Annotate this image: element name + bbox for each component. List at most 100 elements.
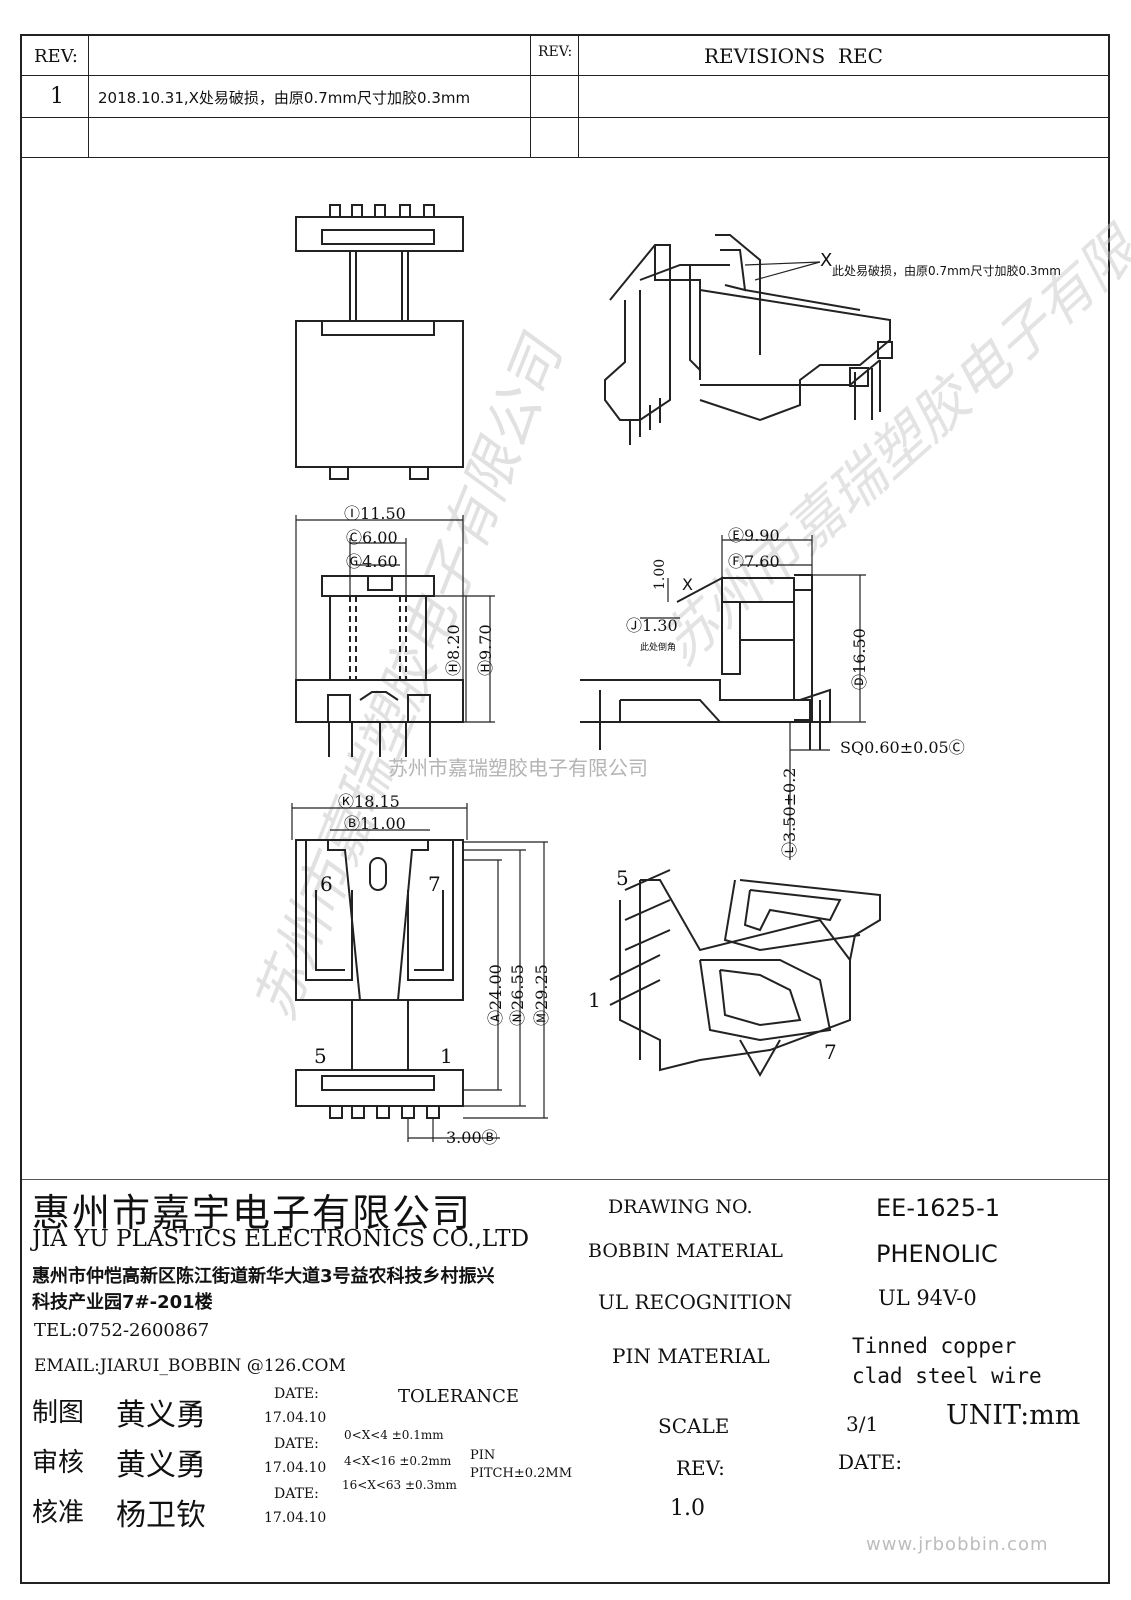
tolerance-1: 0<X<4 ±0.1mm [344, 1428, 444, 1442]
address-line-2: 科技产业园7#-201楼 [32, 1292, 213, 1313]
company-name-en: JIA YU PLASTICS ELECTRONICS CO.,LTD [32, 1226, 530, 1252]
ul-recognition-value: UL 94V-0 [878, 1286, 977, 1310]
dim-a-value: 24.00 [486, 964, 505, 1010]
email: EMAIL:JIARUI_BOBBIN @126.COM [34, 1356, 346, 1376]
revisions-header: REVISIONS [704, 44, 826, 68]
dim-h2-value: 8.20 [444, 624, 463, 660]
bottom-view [291, 803, 548, 1142]
dim-f: Ⓕ7.60 [728, 552, 780, 571]
checked-by: 黄义勇 [116, 1448, 206, 1483]
dim-b-value: 11.00 [360, 814, 406, 833]
technical-drawing [20, 204, 1110, 1180]
approved-label: 核准 [32, 1498, 85, 1528]
dim-m: Ⓜ29.25 [532, 964, 551, 1026]
bobbin-material-label: BOBBIN MATERIAL [588, 1240, 783, 1262]
drawn-label: 制图 [32, 1398, 85, 1428]
side-view [580, 535, 866, 860]
dim-m-value: 29.25 [532, 964, 551, 1010]
dim-d-value: 16.50 [850, 628, 869, 674]
company-name-cn: 惠州市嘉宇电子有限公司 [32, 1191, 473, 1235]
watermark-center: 苏州市嘉瑞塑胶电子有限公司 [388, 756, 648, 780]
dim-sq-value: SQ0.60±0.05 [840, 738, 949, 757]
iso-pin-1: 1 [588, 988, 601, 1012]
pin-material-value-1: Tinned copper [852, 1334, 1017, 1358]
pin-material-label: PIN MATERIAL [612, 1344, 770, 1368]
dim-d: Ⓓ16.50 [850, 628, 869, 690]
tel: TEL:0752-2600867 [34, 1320, 210, 1341]
website: www.jrbobbin.com [866, 1534, 1049, 1555]
dim-k-value: 18.15 [354, 792, 400, 811]
rev-header-2: REV: [538, 44, 573, 60]
drawing-frame [20, 34, 1110, 1584]
callout-x: X [820, 250, 833, 271]
dim-h1-value: 9.70 [476, 624, 495, 660]
dim-n-value: 26.55 [508, 964, 527, 1010]
dim-sq: SQ0.60±0.05Ⓒ [840, 738, 965, 757]
dim-j: Ⓙ1.30 [626, 616, 678, 635]
dim-f-value: 7.60 [744, 552, 780, 571]
rev-value: 1.0 [670, 1496, 705, 1521]
dim-k: Ⓚ18.15 [338, 792, 400, 811]
date-1: 17.04.10 [264, 1410, 327, 1426]
rev-header: REV: [34, 46, 78, 67]
rec-header: REC [838, 44, 883, 68]
dim-a: Ⓐ24.00 [486, 964, 505, 1026]
dim-b2: 3.00Ⓑ [446, 1128, 498, 1147]
pin-label-6: 6 [320, 872, 333, 896]
date-3: 17.04.10 [264, 1510, 327, 1526]
pin-label-5: 5 [314, 1044, 327, 1068]
pin-label-7: 7 [428, 872, 441, 896]
rev-label: REV: [676, 1456, 725, 1480]
dim-n: Ⓝ26.55 [508, 964, 527, 1026]
iso-pin-5: 5 [616, 866, 629, 890]
callout-note: 此处易破损，由原0.7mm尺寸加胶0.3mm [832, 264, 1061, 278]
revision-number: 1 [50, 84, 64, 109]
checked-label: 审核 [32, 1448, 85, 1478]
drawn-by: 黄义勇 [116, 1398, 206, 1433]
pin-pitch-value: PITCH±0.2MM [470, 1466, 573, 1481]
dim-c-value: 6.00 [362, 528, 398, 547]
pin-pitch-label: PIN [470, 1448, 496, 1463]
date-label-2: DATE: [274, 1436, 319, 1452]
dim-e: Ⓔ9.90 [728, 526, 780, 545]
drawing-no-value: EE-1625-1 [876, 1194, 1000, 1222]
dim-j-note: 此处倒角 [640, 643, 677, 653]
dim-h2: Ⓗ8.20 [444, 624, 463, 676]
dim-l-value: 3.50±0.2 [780, 767, 799, 842]
revision-description: 2018.10.31,X处易破损，由原0.7mm尺寸加胶0.3mm [98, 89, 471, 107]
date-label-1: DATE: [274, 1386, 319, 1402]
date-2: 17.04.10 [264, 1460, 327, 1476]
tolerance-label: TOLERANCE [398, 1386, 520, 1407]
scale-value: 3/1 [846, 1412, 879, 1436]
dim-c: Ⓒ6.00 [346, 528, 398, 547]
dim-b2-value: 3.00 [446, 1128, 482, 1147]
iso-pin-7: 7 [824, 1040, 837, 1064]
address-line-1: 惠州市仲恺高新区陈江街道新华大道3号益农科技乡村振兴 [32, 1266, 495, 1287]
dim-b: Ⓑ11.00 [344, 814, 406, 833]
dim-g: Ⓖ4.60 [346, 552, 398, 571]
top-view [295, 204, 464, 480]
dim-h1: Ⓗ9.70 [476, 624, 495, 676]
pin-label-1: 1 [440, 1044, 453, 1068]
dim-i-value: 11.50 [360, 504, 406, 523]
date-label-3: DATE: [274, 1486, 319, 1502]
dim-j-value: 1.30 [642, 616, 678, 635]
dim-g-value: 4.60 [362, 552, 398, 571]
ul-recognition-label: UL RECOGNITION [598, 1290, 793, 1314]
tolerance-3: 16<X<63 ±0.3mm [342, 1478, 457, 1492]
unit-label: UNIT:mm [946, 1400, 1081, 1431]
pin-material-value-2: clad steel wire [852, 1364, 1042, 1388]
iso-view-top [604, 234, 893, 445]
drawing-no-label: DRAWING NO. [608, 1196, 753, 1218]
scale-label: SCALE [658, 1414, 730, 1438]
iso-view-bottom [609, 869, 881, 1078]
dim-l: Ⓛ3.50±0.2 [780, 767, 799, 859]
tolerance-2: 4<X<16 ±0.2mm [344, 1454, 452, 1468]
approved-by: 杨卫钦 [116, 1498, 206, 1533]
date-label-right: DATE: [838, 1450, 903, 1474]
bobbin-material-value: PHENOLIC [876, 1240, 998, 1268]
front-view [295, 515, 495, 757]
dim-i: Ⓘ11.50 [344, 504, 406, 523]
dim-e-value: 9.90 [744, 526, 780, 545]
dim-top: 1.00 [652, 558, 668, 590]
